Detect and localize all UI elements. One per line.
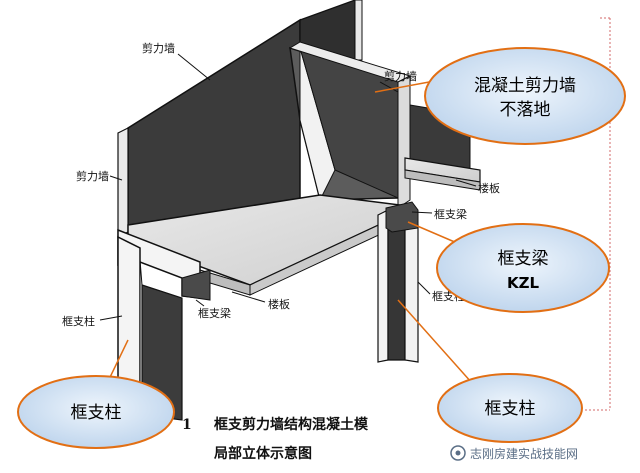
label-frame-beam-left: 框支梁 xyxy=(198,306,231,320)
callout-column-right-text: 框支柱 xyxy=(485,399,536,419)
label-shear-wall-right: 剪力墙 xyxy=(384,69,417,83)
label-shear-wall-top: 剪力墙 xyxy=(142,41,175,55)
structure-drawing xyxy=(117,0,481,421)
watermark-text: 志刚房建实战技能网 xyxy=(470,446,578,461)
frame-beam-right xyxy=(385,201,419,233)
label-shear-wall-left: 剪力墙 xyxy=(76,169,109,183)
callout-concrete-wall-line1: 混凝土剪力墙 xyxy=(474,76,576,96)
label-frame-column-left: 框支柱 xyxy=(62,314,95,328)
watermark: 志刚房建实战技能网 xyxy=(450,445,578,461)
caption-line1: 框支剪力墙结构混凝土模 xyxy=(214,416,369,433)
callout-beam-line2: KZL xyxy=(507,274,540,292)
leader-lines xyxy=(99,53,477,321)
label-frame-beam-right: 框支梁 xyxy=(434,207,467,221)
caption-line2: 局部立体示意图 xyxy=(214,445,312,462)
frame-column-right xyxy=(377,209,389,363)
caption-number: 1 xyxy=(182,417,192,433)
label-slab-bottom: 楼板 xyxy=(268,297,290,311)
label-slab-right: 楼板 xyxy=(478,181,500,195)
callout-column-right: 框支柱 xyxy=(437,373,583,443)
callout-concrete-wall-line2: 不落地 xyxy=(500,100,551,120)
callout-column-left: 框支柱 xyxy=(17,375,175,449)
watermark-logo-icon xyxy=(450,445,466,461)
callout-beam: 框支梁 KZL xyxy=(436,223,610,313)
callout-concrete-wall: 混凝土剪力墙 不落地 xyxy=(424,47,626,145)
shear-wall-left-edge xyxy=(117,127,129,238)
callout-beam-line1: 框支梁 xyxy=(498,249,549,269)
callout-column-left-text: 框支柱 xyxy=(71,403,122,423)
